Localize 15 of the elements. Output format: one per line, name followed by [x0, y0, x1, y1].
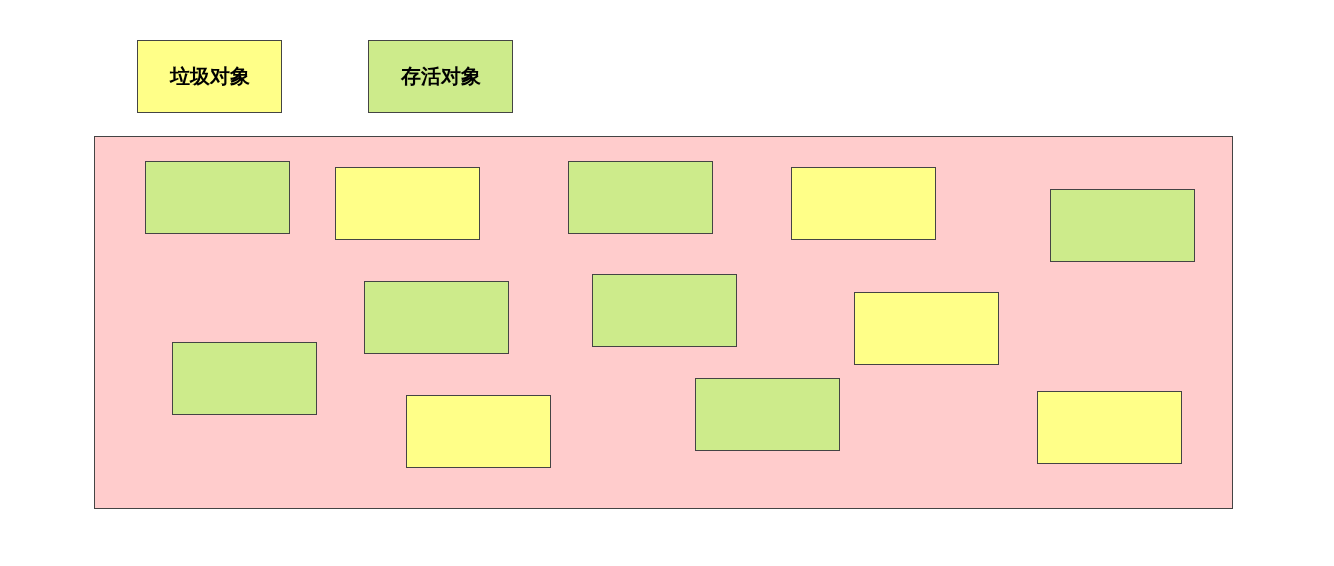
object-block — [592, 274, 737, 347]
object-block — [364, 281, 509, 354]
object-block — [695, 378, 840, 451]
object-block — [568, 161, 713, 234]
object-block — [1050, 189, 1195, 262]
object-block — [406, 395, 551, 468]
object-block — [791, 167, 936, 240]
object-block — [1037, 391, 1182, 464]
legend-label: 垃圾对象 — [169, 64, 250, 89]
object-block — [854, 292, 999, 365]
object-block — [335, 167, 480, 240]
object-block — [145, 161, 290, 234]
legend-label: 存活对象 — [400, 64, 481, 89]
object-block — [172, 342, 317, 415]
region-panel — [94, 136, 1233, 509]
